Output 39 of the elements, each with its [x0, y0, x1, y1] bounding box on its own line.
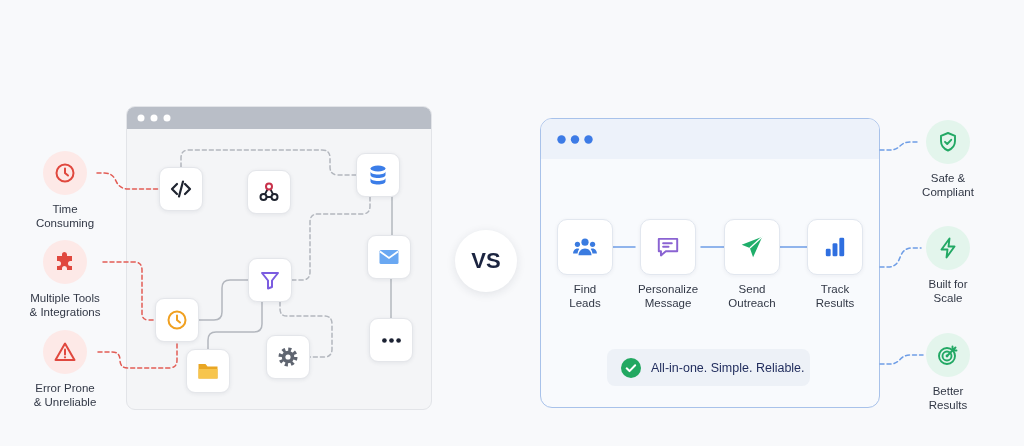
connector-line: [612, 246, 636, 248]
dashed-connector: [291, 196, 371, 281]
dashed-connector: [279, 301, 333, 358]
tool-tile: [155, 298, 199, 342]
dashed-connector: [180, 149, 357, 176]
dashed-connector: [879, 141, 920, 151]
tool-tile: [159, 167, 203, 211]
step-label: Personalize Message: [636, 282, 700, 310]
connector-line: [391, 196, 393, 236]
summary-text: All-in-one. Simple. Reliable.: [651, 360, 805, 375]
dashed-connector: [96, 172, 160, 190]
versus-badge: VS: [455, 230, 517, 292]
dashed-connector: [97, 341, 178, 369]
browser-window: [126, 106, 432, 410]
benefit-label: Safe & Compliant: [921, 171, 975, 199]
dashed-connector: [879, 247, 922, 268]
tool-tile: [248, 258, 292, 302]
connector-line: [700, 246, 725, 248]
issue-label: Error Prone & Unreliable: [32, 381, 98, 409]
tool-tile: [367, 235, 411, 279]
step-label: Track Results: [814, 282, 856, 310]
dashed-connector: [879, 354, 924, 365]
summary-banner: [607, 349, 810, 386]
browser-window: [540, 118, 880, 408]
step-label: Find Leads: [568, 282, 602, 310]
benefit-label: Better Results: [927, 384, 969, 412]
benefit-label: Built for Scale: [927, 277, 969, 305]
connector-line: [198, 279, 249, 321]
tool-tile: [186, 349, 230, 393]
issue-label: Time Consuming: [34, 202, 96, 230]
issue-label: Multiple Tools & Integrations: [28, 291, 102, 319]
tool-tile: [356, 153, 400, 197]
connector-line: [779, 246, 808, 248]
step-label: Send Outreach: [727, 282, 777, 310]
connector-line: [207, 301, 263, 350]
connector-line: [390, 278, 392, 319]
tool-tile: [369, 318, 413, 362]
tool-tile: [266, 335, 310, 379]
tool-tile: [247, 170, 291, 214]
